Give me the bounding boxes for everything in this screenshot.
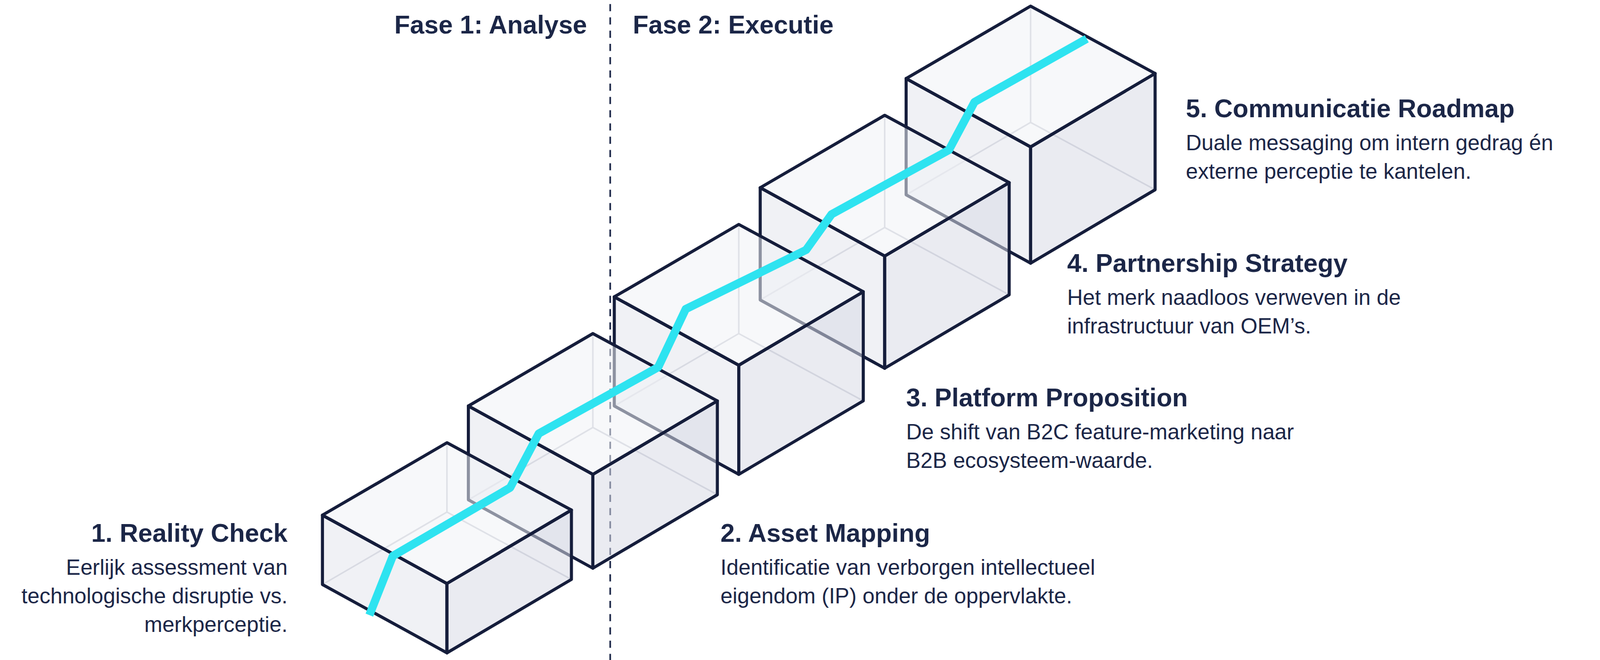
step-node: 1. Reality CheckEerlijk assessment van t…: [11, 517, 288, 639]
step-title: 5. Communicatie Roadmap: [1185, 92, 1593, 125]
step-description: Identificatie van verborgen intellectuee…: [720, 553, 1164, 611]
phase-divider: [609, 3, 611, 660]
step-node: 4. Partnership StrategyHet merk naadloos…: [1067, 247, 1462, 341]
step-description: Duale messaging om intern gedrag én exte…: [1185, 128, 1593, 186]
step-title: 2. Asset Mapping: [720, 517, 1164, 550]
step-node: 3. Platform PropositionDe shift van B2C …: [906, 381, 1310, 475]
step-description: Eerlijk assessment van technologische di…: [11, 553, 288, 639]
step-title: 1. Reality Check: [11, 517, 288, 550]
step-node: 5. Communicatie RoadmapDuale messaging o…: [1185, 92, 1593, 186]
step-title: 3. Platform Proposition: [906, 381, 1310, 414]
step-node: 2. Asset MappingIdentificatie van verbor…: [720, 517, 1164, 611]
cube: [322, 442, 572, 654]
step-description: Het merk naadloos verweven in de infrast…: [1067, 283, 1462, 341]
step-title: 4. Partnership Strategy: [1067, 247, 1462, 280]
phase-label: Fase 1: Analyse: [394, 8, 588, 41]
step-description: De shift van B2C feature-marketing naar …: [906, 417, 1310, 475]
phase-label: Fase 2: Executie: [632, 8, 834, 41]
